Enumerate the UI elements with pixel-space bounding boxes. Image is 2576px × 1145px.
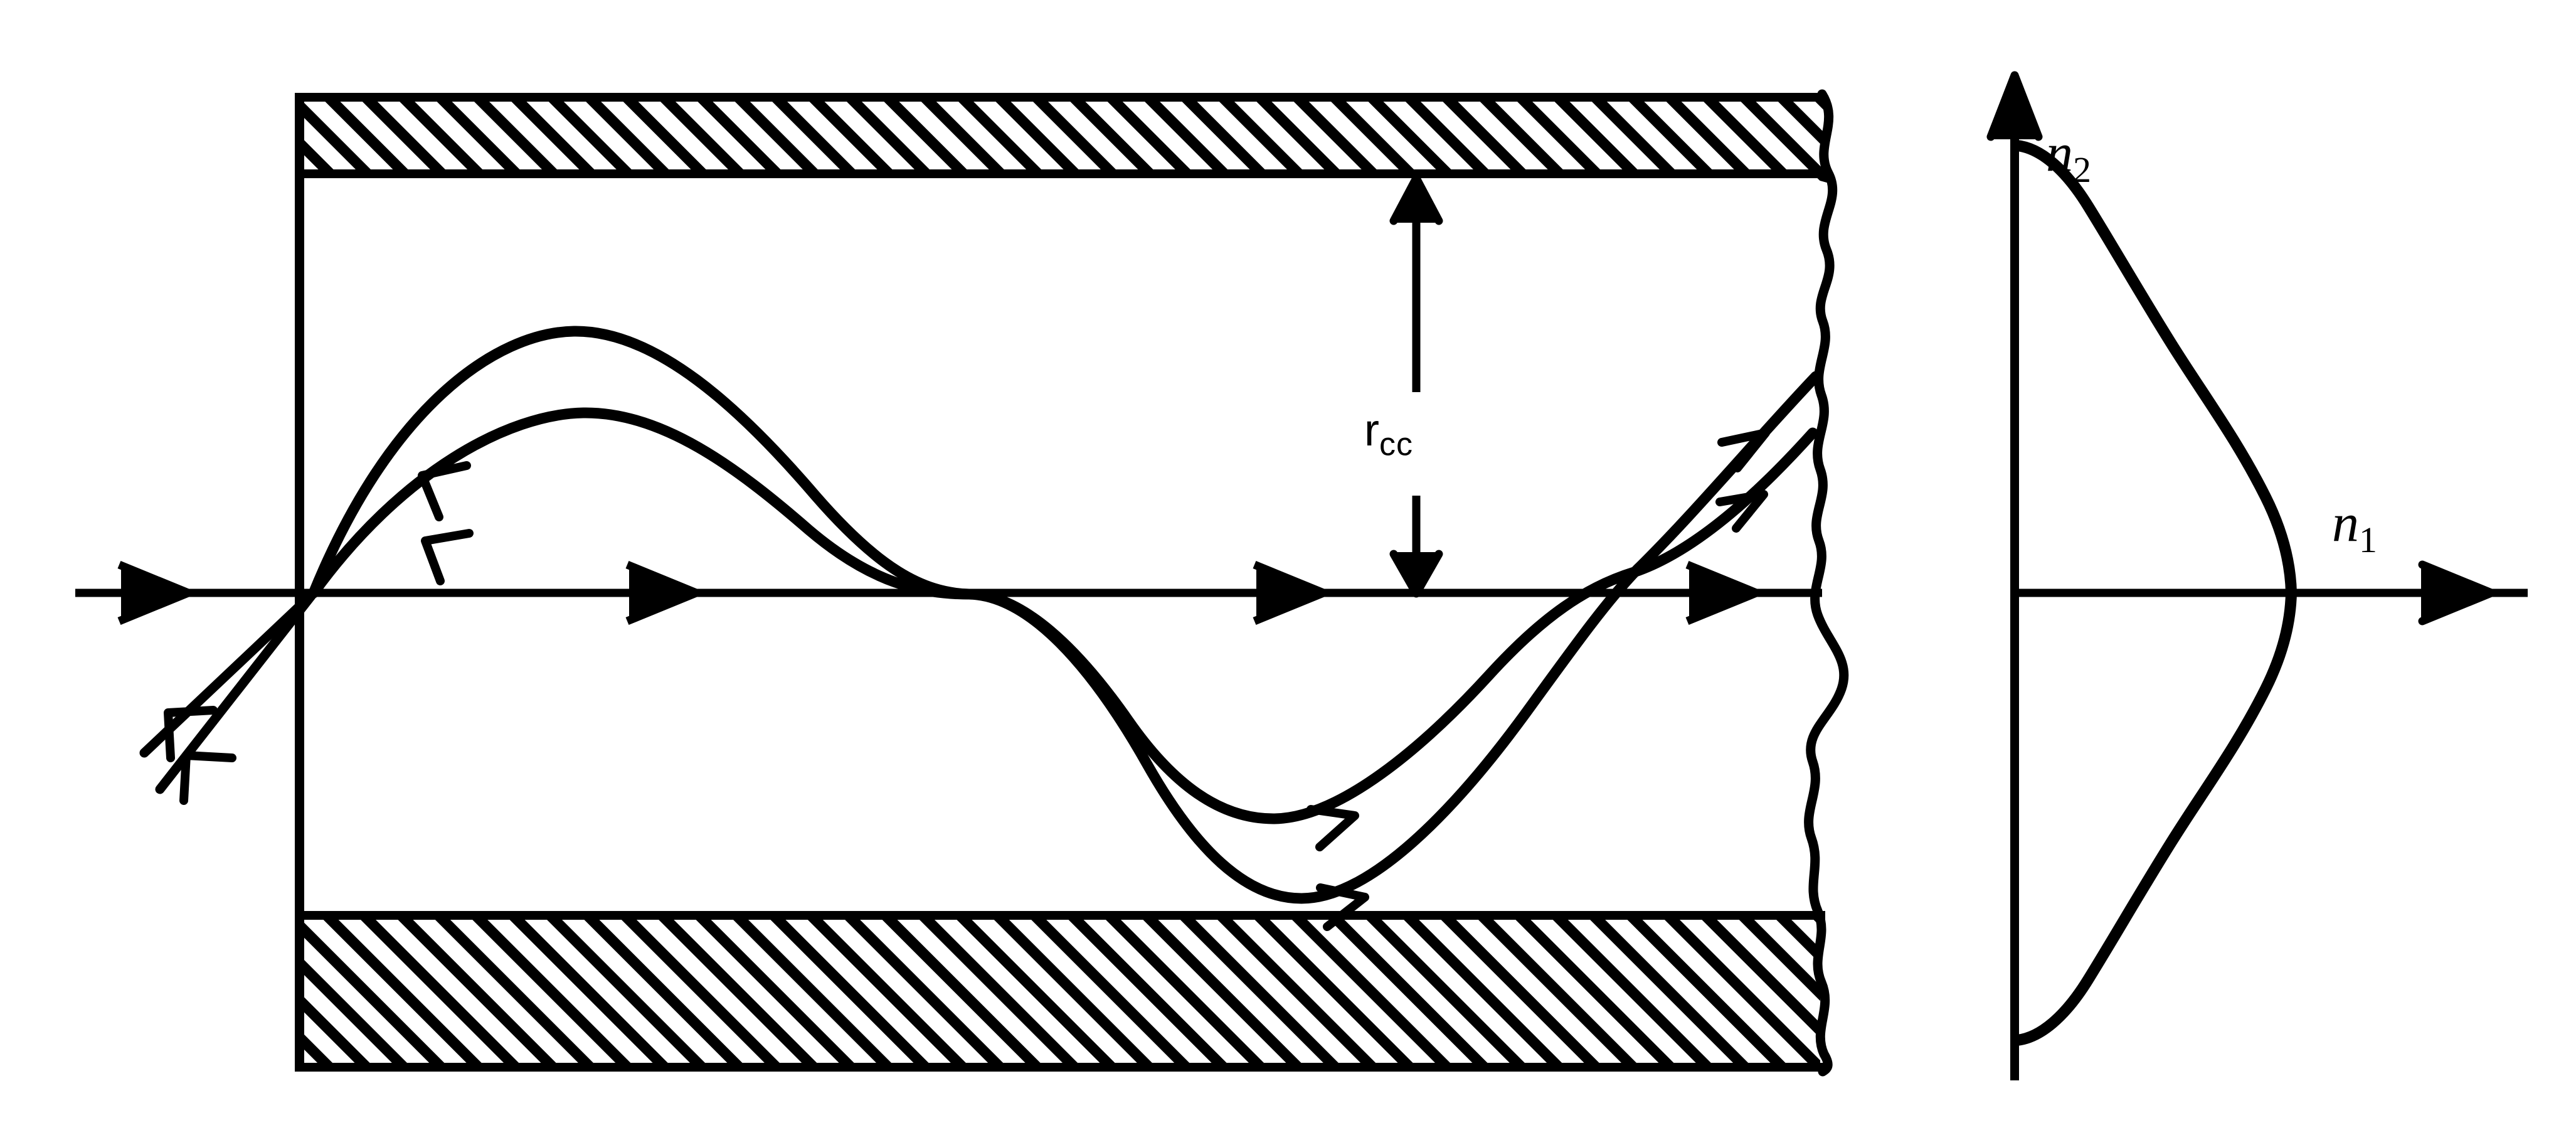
cladding-bottom [295, 911, 1825, 1072]
rcc-arrow-upper-barb [1389, 174, 1443, 225]
profile-horizontal-axis-label: n1 [2332, 496, 2377, 558]
n2-symbol: n [2046, 122, 2073, 183]
incoming-rays [139, 588, 319, 805]
torn-break-edge [1804, 89, 1849, 1077]
cladding-bottom-outer-edge [295, 1063, 1825, 1072]
rcc-dimension [1389, 174, 1443, 598]
incoming-ray-2-arrowhead [179, 751, 236, 805]
rcc-subscript: cc [1379, 426, 1413, 463]
slab-left-wall [295, 93, 304, 1072]
cladding-top-inner-edge [295, 169, 1825, 178]
n1-subscript: 1 [2359, 519, 2377, 561]
rcc-arrow-upper-head [1392, 177, 1440, 223]
rcc-label: rcc [1364, 408, 1413, 461]
axis-arrowhead-2-fill [629, 567, 694, 619]
cladding-bottom-inner-edge [295, 911, 1825, 920]
cladding-top-hatch [295, 97, 1820, 174]
n1-symbol: n [2332, 493, 2359, 553]
rcc-arrow-lower-barb [1389, 550, 1443, 598]
cladding-bottom-hatch [295, 916, 1820, 1067]
cladding-top [295, 93, 1830, 183]
waveguide-slab [295, 89, 1849, 1077]
axis-arrowhead-1-fill [121, 567, 186, 619]
ray-high-amplitude-path [308, 326, 1821, 904]
axis-arrowhead-4-fill [1689, 567, 1754, 619]
ray-low-amplitude-path [308, 407, 1818, 824]
axis-arrowhead-3-fill [1256, 567, 1322, 619]
ray-low-arrowhead-up [421, 529, 474, 585]
incoming-ray-1-arrowhead [164, 706, 218, 762]
profile-curve [2012, 140, 2297, 1046]
profile-vertical-axis-label: n2 [2046, 125, 2091, 188]
ray-high-arrowhead-trough [1316, 883, 1369, 931]
profile-horizontal-axis-arrowhead [2421, 563, 2493, 622]
profile-vertical-axis-arrowhead [1990, 74, 2040, 139]
profile-horizontal-axis-barb [2418, 560, 2496, 626]
ray-high-amplitude-group [308, 326, 1821, 931]
ray-low-amplitude-group [308, 407, 1818, 851]
rcc-symbol: r [1364, 405, 1379, 455]
ray-low-arrowhead-trough [1307, 805, 1359, 851]
n2-subscript: 2 [2073, 149, 2091, 191]
ray-low-arrowhead-exit [1715, 490, 1768, 533]
rcc-arrow-lower-head [1392, 552, 1440, 595]
profile-vertical-axis-barb [1986, 71, 2043, 141]
refractive-index-profile-plot [1986, 71, 2528, 1080]
ray-high-arrowhead-exit [1717, 429, 1770, 472]
cladding-top-outer-edge [295, 93, 1825, 102]
